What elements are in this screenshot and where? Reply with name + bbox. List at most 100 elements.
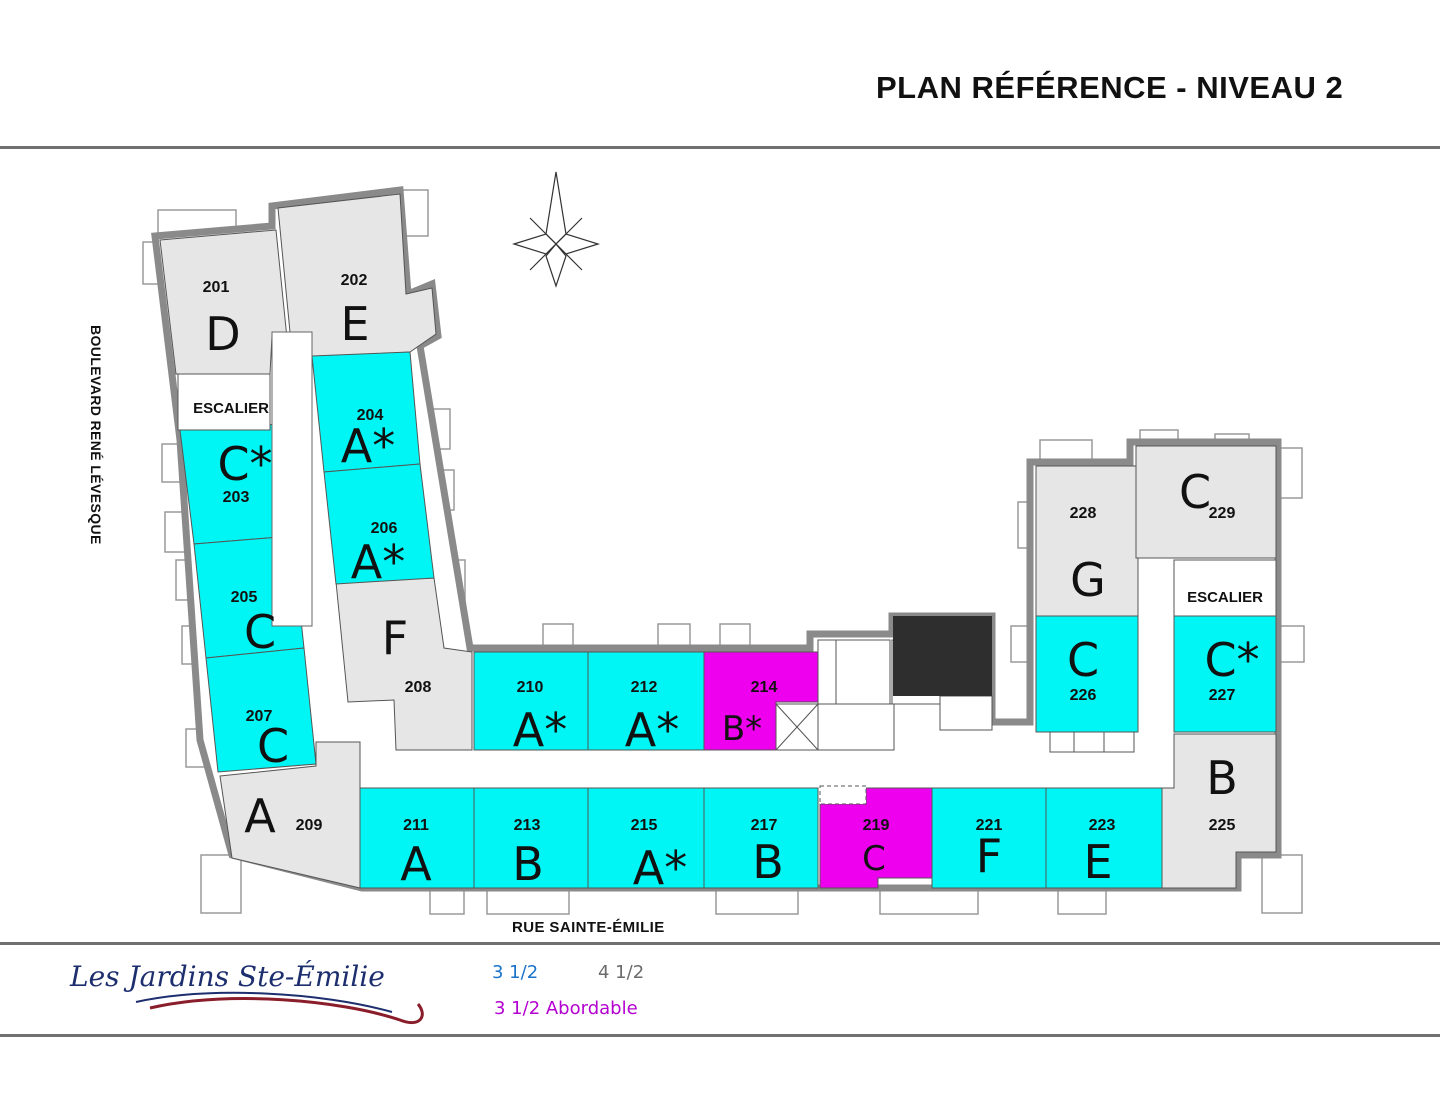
unit-number-label: 209 — [296, 817, 323, 834]
page-title: PLAN RÉFÉRENCE - NIVEAU 2 — [876, 70, 1344, 105]
balcony — [1261, 854, 1303, 914]
magenta-units — [703, 651, 933, 889]
balcony — [1057, 887, 1107, 915]
unit-number-label: 217 — [751, 817, 778, 834]
unit-number-label: 206 — [371, 520, 398, 537]
unit-number-label: 211 — [403, 817, 429, 834]
unit-215 — [587, 787, 705, 889]
unit-210 — [473, 651, 589, 751]
unit-217 — [703, 787, 819, 889]
unit-number-label: 204 — [357, 407, 384, 424]
balcony — [200, 854, 242, 914]
footer-divider-bottom — [0, 1034, 1440, 1037]
balcony — [719, 623, 751, 647]
unit-number-label: 228 — [1070, 505, 1097, 522]
unit-type-label: A* — [513, 703, 567, 757]
unit-number-label: 208 — [405, 679, 432, 696]
unit-212 — [587, 651, 705, 751]
unit-type-label: A — [400, 837, 432, 891]
unit-type-label: C — [1179, 465, 1211, 519]
service-room — [819, 785, 867, 805]
unit-type-label: D — [205, 307, 240, 361]
balcony — [657, 623, 691, 647]
balcony — [715, 887, 799, 915]
grey-units — [159, 193, 1277, 889]
unit-type-label: B — [512, 837, 544, 891]
footer-divider-top — [0, 942, 1440, 945]
unit-number-label: 226 — [1070, 687, 1097, 704]
unit-type-label: E — [1083, 835, 1112, 889]
balcony — [542, 623, 574, 647]
unit-207 — [205, 647, 317, 773]
unit-type-label: F — [382, 611, 408, 665]
unit-type-label: A — [244, 789, 276, 843]
unit-225 — [1161, 733, 1277, 889]
logo-swash — [135, 991, 424, 1025]
unit-type-label: A* — [633, 841, 687, 895]
unit-number-label: 214 — [751, 679, 778, 696]
unit-206 — [323, 463, 435, 585]
unit-number-label: 212 — [631, 679, 658, 696]
north-arrow-icon — [511, 171, 601, 288]
unit-223 — [1045, 787, 1163, 889]
cyan-units — [179, 351, 1277, 889]
unit-type-label: A* — [625, 703, 679, 757]
header-divider — [0, 146, 1440, 149]
stairs-west-label: ESCALIER — [193, 400, 269, 417]
balcony — [1277, 625, 1305, 663]
stairs-east-label: ESCALIER — [1187, 589, 1263, 606]
service-room — [1049, 731, 1135, 753]
unit-number-label: 223 — [1089, 817, 1116, 834]
unit-209 — [219, 741, 361, 889]
stairs-east — [1173, 559, 1277, 617]
balcony — [1277, 447, 1303, 499]
unit-number-label: 202 — [341, 272, 368, 289]
unit-213 — [473, 787, 589, 889]
unit-type-label: C — [862, 839, 886, 879]
unit-type-label: C — [244, 605, 276, 659]
service-room — [817, 639, 891, 705]
unit-number-label: 229 — [1209, 505, 1236, 522]
balcony — [486, 887, 570, 915]
legend-4-1-2: 4 1/2 — [598, 962, 645, 983]
unit-number-label: 210 — [517, 679, 544, 696]
unit-type-label: B* — [722, 709, 762, 749]
unit-type-label: C* — [217, 437, 272, 491]
legend-3-1-2: 3 1/2 — [492, 962, 539, 983]
service-room — [817, 703, 895, 751]
unit-number-label: 203 — [223, 489, 250, 506]
unit-number-label: 213 — [514, 817, 541, 834]
unit-type-label: A* — [351, 535, 405, 589]
stairs-west — [177, 373, 271, 431]
unit-type-label: A* — [341, 419, 395, 473]
unit-number-label: 201 — [203, 279, 230, 296]
unit-type-label: E — [340, 297, 369, 351]
unit-type-label: C — [257, 719, 289, 773]
unit-number-label: 205 — [231, 589, 258, 606]
balcony — [429, 887, 465, 915]
unit-type-label: C* — [1204, 633, 1259, 687]
unit-208 — [335, 577, 473, 751]
unit-229 — [1135, 445, 1277, 559]
unit-number-label: 227 — [1209, 687, 1236, 704]
logo-text: Les Jardins Ste-Émilie — [70, 960, 385, 993]
elevator-block — [893, 616, 992, 696]
unit-type-label: B — [1206, 751, 1238, 805]
street-west-label: BOULEVARD RENÉ LÉVESQUE — [88, 325, 104, 545]
unit-type-label: C — [1067, 633, 1099, 687]
legend-3-1-2-abordable: 3 1/2 Abordable — [494, 998, 638, 1019]
unit-number-label: 221 — [976, 817, 1003, 834]
unit-number-label: 225 — [1209, 817, 1236, 834]
unit-number-label: 215 — [631, 817, 658, 834]
unit-number-label: 207 — [246, 708, 273, 725]
unit-226 — [1035, 615, 1139, 733]
unit-211 — [359, 787, 475, 889]
unit-number-label: 219 — [863, 817, 890, 834]
service-room — [939, 695, 993, 731]
street-south-label: RUE SAINTE-ÉMILIE — [512, 919, 665, 936]
unit-type-label: G — [1070, 553, 1106, 607]
unit-type-label: B — [752, 835, 784, 889]
unit-type-label: F — [976, 829, 1002, 883]
corridor — [271, 331, 313, 627]
